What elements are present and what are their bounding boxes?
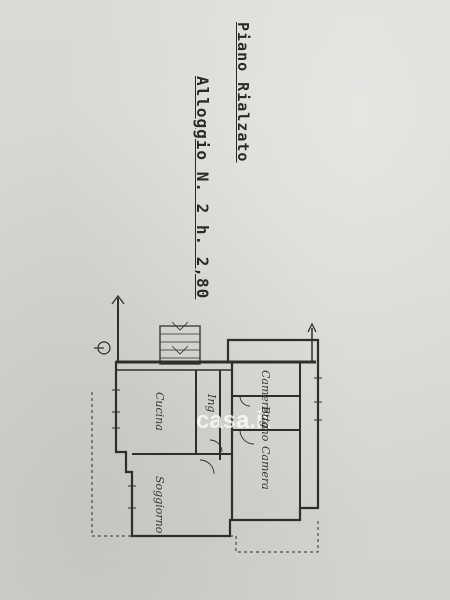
room-label-cucina: Cucina [153,392,166,431]
outer-wall [114,338,320,538]
property-boundary [91,392,319,553]
room-label-bagno: Bagno [259,405,272,442]
room-label-cameretta: Cameretta [259,370,272,429]
room-label-camera: Camera [259,446,272,490]
top-arrow [111,294,125,305]
entry-marker [97,341,111,355]
plan-walls [91,294,322,553]
watermark-text: casa.it [196,407,271,434]
staircase [159,321,201,365]
room-label-ingresso: Ing [205,393,218,412]
room-label-soggiorno: Soggiorno [153,476,166,534]
